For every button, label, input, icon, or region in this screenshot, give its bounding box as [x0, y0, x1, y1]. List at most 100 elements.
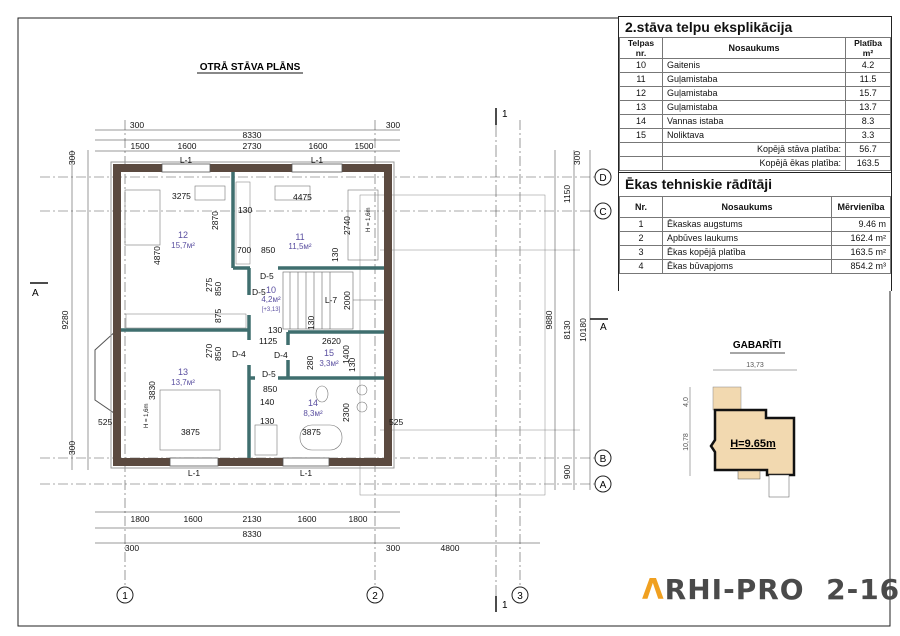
room-area: 15,7м²: [171, 241, 195, 250]
door-label: D-4: [232, 349, 246, 359]
dim-left: 9280: [60, 310, 70, 329]
roof-outline: [359, 194, 580, 496]
dim-interior: 275: [204, 278, 214, 292]
cell: 15.7: [845, 86, 891, 101]
dim-interior: 850: [213, 282, 223, 296]
windows: [161, 163, 343, 467]
cell: 14: [619, 114, 663, 129]
cell: 11.5: [845, 72, 891, 87]
dim-right: 1150: [562, 185, 572, 204]
cell: Ēkas būvapjoms: [662, 259, 832, 274]
axis-b: B: [600, 454, 607, 465]
cell: Guļamistaba: [662, 72, 846, 87]
dim-interior: 130: [347, 358, 357, 372]
room-number: 11: [295, 232, 304, 242]
building-total-value: 163.5: [845, 156, 891, 171]
door-label: D-5: [252, 287, 266, 297]
inner-walls: [121, 172, 384, 458]
dim-interior: 130: [306, 316, 316, 330]
cell: Gaitenis: [662, 58, 846, 73]
dim-interior: 4475: [293, 192, 312, 202]
gabariti-width: 13,73: [746, 362, 764, 369]
dim-interior: 3875: [181, 427, 200, 437]
room-area: 8,3м²: [303, 409, 323, 418]
room-number: 13: [178, 367, 188, 377]
col-header: Platība m²: [845, 37, 891, 59]
dim-bottom-outer: 4800: [441, 543, 460, 553]
dim-interior: 270: [204, 344, 214, 358]
sheet-frame: [17, 17, 891, 627]
cell: 8.3: [845, 114, 891, 129]
axis-c: C: [599, 207, 606, 218]
building-total-label: Kopējā ēkas platība:: [662, 156, 846, 171]
cell: 11: [619, 72, 663, 87]
room-area: 13,7м²: [171, 378, 195, 387]
dimension-lines: [71, 129, 591, 544]
height-note: H = 1,6m: [144, 403, 150, 428]
room-number: 12: [178, 230, 188, 240]
dim-right: 10180: [578, 318, 588, 342]
gabariti-diagram: GABARĪTI 13,73 4,0 10,78 H=9.65m: [683, 339, 797, 498]
dim-interior: 875: [213, 309, 223, 323]
dim-bottom-outer: 300: [386, 543, 400, 553]
gabariti-title: GABARĪTI: [733, 339, 782, 351]
door-label: D-5: [260, 271, 274, 281]
gabariti-depth-a: 4,0: [683, 397, 690, 407]
dim-right: 300: [572, 151, 582, 165]
dimension-labels: 300 300 8330 1500 1600 2730 1600 1500 18…: [60, 120, 588, 553]
cell: 10: [619, 58, 663, 73]
dim-interior: 525: [98, 417, 112, 427]
dim-interior: 850: [261, 245, 275, 255]
floor-total-label: Kopējā stāva platība:: [662, 142, 846, 157]
cell: 13: [619, 100, 663, 115]
floor-total-row: Kopējā stāva platība:56.7: [619, 142, 891, 157]
dim-interior: 130: [238, 205, 252, 215]
section-1-top: 1: [502, 109, 508, 120]
cell: Noliktava: [662, 128, 846, 143]
cell: 13.7: [845, 100, 891, 115]
shower: [254, 424, 278, 456]
dim-top-outer-right: 300: [386, 120, 400, 130]
dim-interior: 140: [260, 397, 274, 407]
grid-axes: [40, 120, 595, 585]
dim-interior: 130: [260, 416, 274, 426]
dim-bottom-total: 8330: [243, 529, 262, 539]
room-area: 3,3м²: [319, 359, 339, 368]
axis-bubbles: D C B A 1 2 3: [116, 168, 612, 604]
floor-total-value: 56.7: [845, 142, 891, 157]
dim-bottom-chain: 1600: [184, 514, 203, 524]
room-number: 15: [324, 348, 334, 358]
room-extra: [+3,13]: [262, 307, 281, 313]
section-a-right: A: [600, 322, 607, 333]
dim-bottom-outer: 300: [125, 543, 139, 553]
dim-interior: 1125: [259, 336, 278, 346]
cell: Ēkaskas augstums: [662, 217, 832, 232]
dim-interior: 2620: [322, 336, 341, 346]
dim-top-chain: 1600: [178, 141, 197, 151]
dim-left: 300: [67, 441, 77, 455]
room-area: 4,2м²: [261, 295, 281, 304]
cell: 4: [619, 259, 663, 274]
dim-interior: 280: [305, 356, 315, 370]
dim-left: 300: [67, 151, 77, 165]
building-total-row: Kopējā ēkas platība:163.5: [619, 156, 891, 171]
furniture: [124, 185, 379, 456]
outer-walls: [110, 161, 395, 469]
axis-a: A: [600, 480, 607, 491]
dim-right: 900: [562, 465, 572, 479]
logo-text: RHI-PRO 2-164: [664, 573, 900, 606]
col-header: Telpas nr.: [619, 37, 663, 59]
door-label: D-4: [274, 350, 288, 360]
section-a-left: A: [32, 288, 39, 299]
dim-top-chain: 1500: [355, 141, 374, 151]
dim-right: 8130: [562, 320, 572, 339]
dim-bottom-chain: 1800: [349, 514, 368, 524]
window-label: L-1: [188, 468, 201, 478]
dim-interior: 2300: [341, 403, 351, 422]
